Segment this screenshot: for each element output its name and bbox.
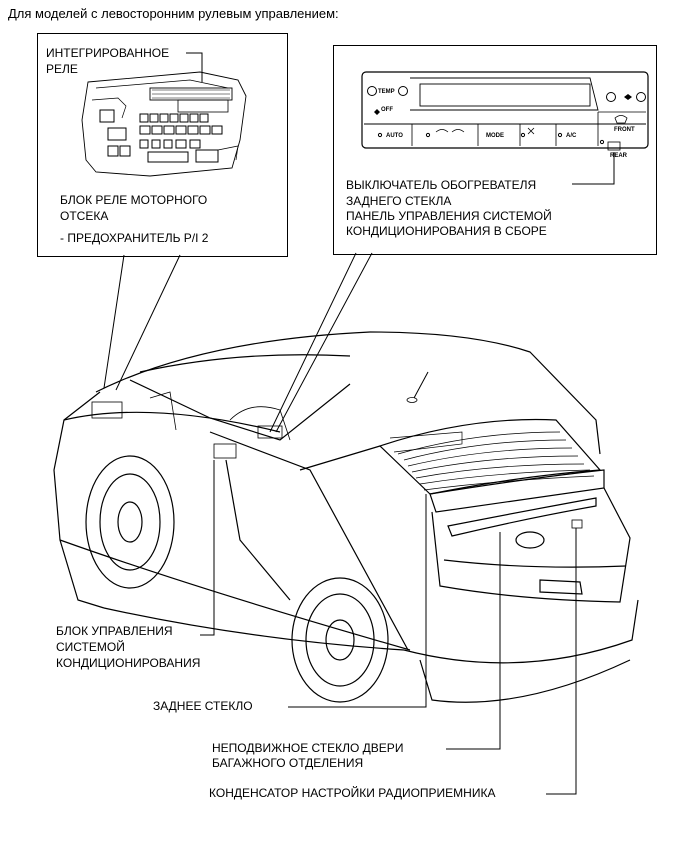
ac-panel-label: ПАНЕЛЬ УПРАВЛЕНИЯ СИСТЕМОЙ — [346, 209, 552, 223]
front-defrost-label: FRONT — [614, 127, 635, 133]
ac-control-panel-illustration — [361, 71, 649, 151]
rear-defog-label: REAR — [610, 153, 628, 159]
ac-control-unit-label-3: КОНДИЦИОНИРОВАНИЯ — [56, 656, 201, 670]
fuse-label: - ПРЕДОХРАНИТЕЛЬ P/I 2 — [60, 231, 209, 245]
integrated-relay-label: ИНТЕГРИРОВАННОЕ — [46, 46, 170, 60]
ac-control-unit-label: БЛОК УПРАВЛЕНИЯ — [56, 624, 173, 638]
car-illustration — [53, 331, 639, 703]
page-title: Для моделей с левосторонним рулевым упра… — [8, 6, 339, 21]
auto-button-label: AUTO — [386, 133, 403, 139]
temp-button-label: TEMP — [378, 89, 395, 95]
radio-capacitor-label: КОНДЕНСАТОР НАСТРОЙКИ РАДИОПРИЕМНИКА — [209, 786, 496, 800]
mode-button-label: MODE — [486, 133, 504, 139]
relay-block-illustration — [81, 71, 247, 177]
engine-relay-inset — [37, 33, 288, 257]
off-button-label: OFF — [381, 107, 393, 113]
ac-button-label: A/C — [566, 133, 577, 139]
door-glass-label-2: БАГАЖНОГО ОТДЕЛЕНИЯ — [212, 756, 364, 770]
relay-block-label-2: ОТСЕКА — [60, 209, 109, 223]
integrated-relay-label-2: РЕЛЕ — [46, 62, 78, 76]
rear-glass-label: ЗАДНЕЕ СТЕКЛО — [153, 699, 253, 713]
rear-defogger-switch-label: ВЫКЛЮЧАТЕЛЬ ОБОГРЕВАТЕЛЯ — [346, 178, 537, 192]
door-glass-label: НЕПОДВИЖНОЕ СТЕКЛО ДВЕРИ — [212, 741, 404, 755]
ac-panel-label-2: КОНДИЦИОНИРОВАНИЯ В СБОРЕ — [346, 224, 547, 238]
ac-panel-inset — [333, 45, 657, 255]
relay-block-label: БЛОК РЕЛЕ МОТОРНОГО — [60, 193, 208, 207]
ac-control-unit-label-2: СИСТЕМОЙ — [56, 640, 125, 654]
rear-defogger-switch-label-2: ЗАДНЕГО СТЕКЛА — [346, 194, 452, 208]
